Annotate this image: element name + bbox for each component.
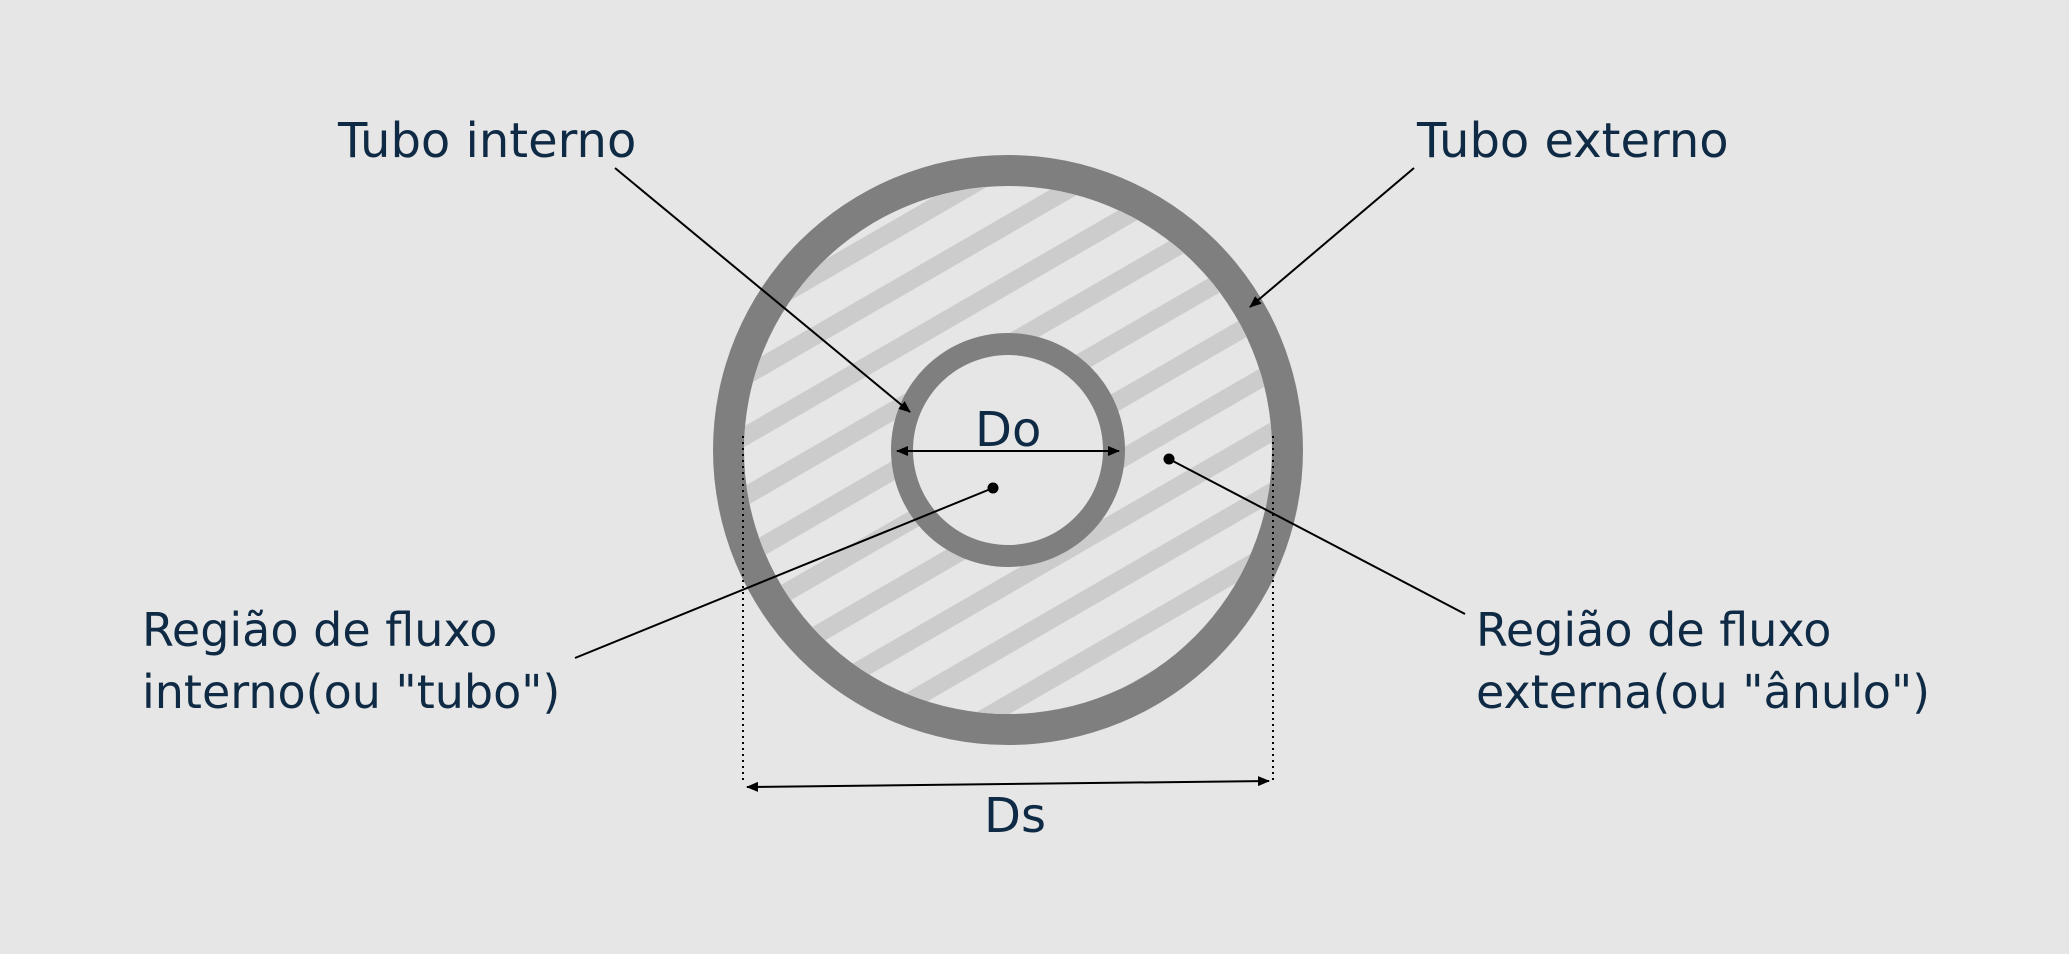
leader-tubo-externo (1249, 167, 1415, 308)
dot-regiao-externa (1163, 453, 1175, 465)
label-do: Do (975, 402, 1041, 458)
label-tubo-externo: Tubo externo (1416, 113, 1729, 169)
dot-regiao-interna (987, 482, 999, 494)
label-regiao-interna-line2: interno(ou "tubo") (142, 665, 560, 719)
leader-regiao-interna (574, 487, 994, 659)
leader-tubo-interno (614, 167, 911, 413)
label-ds: Ds (984, 788, 1046, 844)
ds-dimension-arrow (746, 776, 1270, 792)
label-regiao-externa-line1: Região de fluxo (1476, 603, 1831, 657)
label-tubo-interno: Tubo interno (337, 113, 636, 169)
label-regiao-externa-line2: externa(ou "ânulo") (1476, 665, 1930, 719)
label-regiao-interna-line1: Região de fluxo (142, 603, 497, 657)
leader-regiao-externa (1168, 458, 1466, 615)
